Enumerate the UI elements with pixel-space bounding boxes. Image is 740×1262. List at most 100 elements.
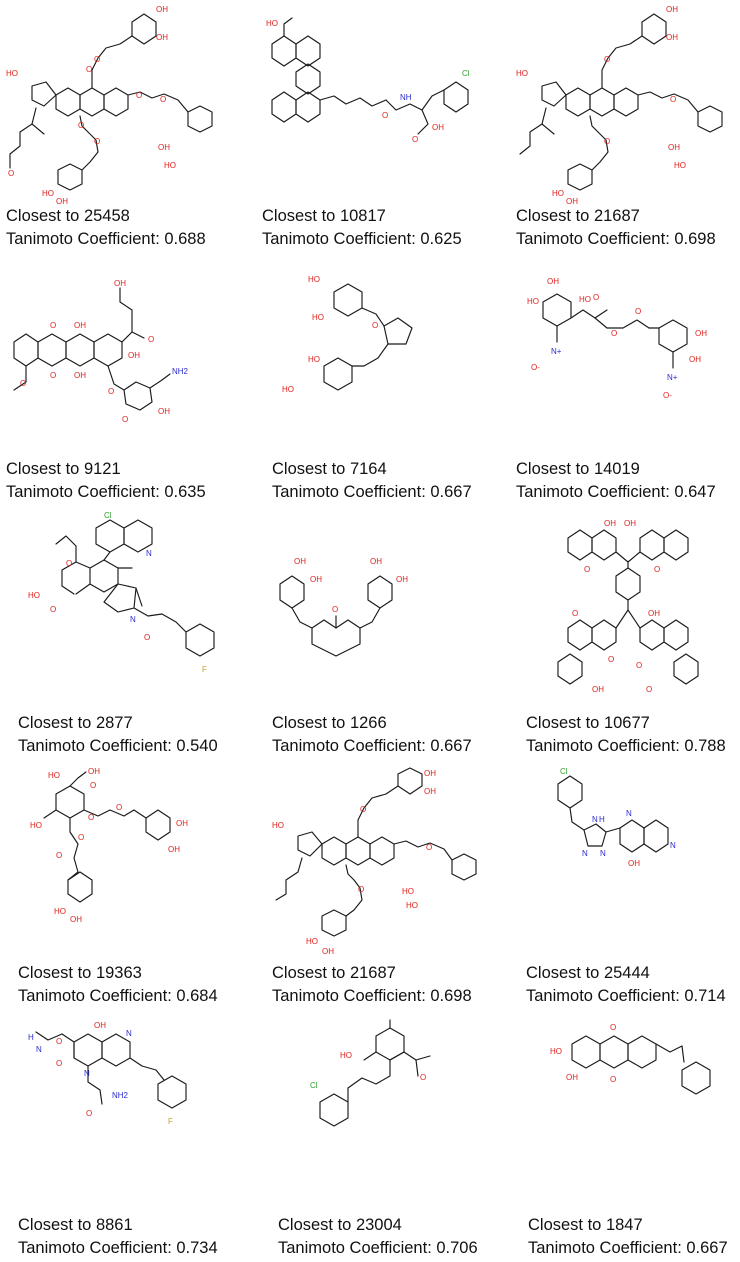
- atom-ho: HO: [674, 161, 686, 170]
- atom-o: O: [610, 1075, 616, 1084]
- atom-oh: OH: [666, 33, 678, 42]
- closest-label: Closest to 21687: [516, 207, 640, 225]
- tanimoto-label: Tanimoto Coefficient: 0.714: [526, 987, 726, 1005]
- closest-label: Closest to 25458: [6, 207, 130, 225]
- molecule-structure: O HO OH O: [550, 1023, 711, 1095]
- atom-oh: OH: [74, 371, 86, 380]
- closest-label: Closest to 25444: [526, 964, 650, 982]
- result-caption: Closest to 8861 Tanimoto Coefficient: 0.…: [18, 1214, 218, 1260]
- tanimoto-label: Tanimoto Coefficient: 0.667: [528, 1239, 728, 1257]
- atom-o: O: [108, 387, 114, 396]
- atom-ho: HO: [308, 275, 320, 284]
- closest-label: Closest to 2877: [18, 714, 133, 732]
- atom-oh: OH: [592, 685, 604, 694]
- closest-label: Closest to 1847: [528, 1216, 643, 1234]
- result-caption: Closest to 1266 Tanimoto Coefficient: 0.…: [272, 712, 472, 758]
- result-caption: Closest to 23004 Tanimoto Coefficient: 0…: [278, 1214, 478, 1260]
- atom-ho: HO: [164, 161, 176, 170]
- atom-o: O: [56, 1037, 62, 1046]
- atom-o: O: [20, 379, 26, 388]
- atom-nh: NH: [400, 93, 412, 102]
- atom-f: F: [168, 1117, 173, 1126]
- atom-oh: OH: [628, 859, 640, 868]
- atom-o: O: [94, 137, 100, 146]
- atom-oh: OH: [396, 575, 408, 584]
- atom-o: O: [122, 415, 128, 424]
- result-caption: Closest to 25444 Tanimoto Coefficient: 0…: [526, 962, 726, 1008]
- atom-o: O: [610, 1023, 616, 1032]
- closest-label: Closest to 23004: [278, 1216, 402, 1234]
- closest-label: Closest to 19363: [18, 964, 142, 982]
- tanimoto-label: Tanimoto Coefficient: 0.667: [272, 737, 472, 755]
- result-caption: Closest to 10817 Tanimoto Coefficient: 0…: [262, 205, 462, 251]
- atom-o: O: [584, 565, 590, 574]
- atom-o: O: [604, 137, 610, 146]
- atom-o: O: [420, 1073, 426, 1082]
- molecule-structure: OH OH O O OH HO O HO OH HO: [516, 5, 723, 205]
- molecule-structure: OH OH O O O OH O OH O O: [557, 519, 699, 694]
- atom-oh: OH: [156, 5, 168, 14]
- result-caption: Closest to 25458 Tanimoto Coefficient: 0…: [6, 205, 206, 251]
- atom-ho: HO: [340, 1051, 352, 1060]
- atom-oh: OH: [424, 769, 436, 778]
- atom-ho: HO: [282, 385, 294, 394]
- atom-o: O: [654, 565, 660, 574]
- result-caption: Closest to 2877 Tanimoto Coefficient: 0.…: [18, 712, 218, 758]
- atom-cl: Cl: [560, 767, 568, 776]
- atom-o: O: [358, 885, 364, 894]
- atom-o: O: [572, 609, 578, 618]
- atom-o: O: [66, 559, 72, 568]
- atom-o: O: [611, 329, 617, 338]
- atom-o: O: [670, 95, 676, 104]
- atom-o: O: [608, 655, 614, 664]
- tanimoto-label: Tanimoto Coefficient: 0.698: [516, 230, 716, 248]
- atom-oh: OH: [624, 519, 636, 528]
- molecule-structure: OH HO O Cl: [310, 1018, 431, 1127]
- atom-ho: HO: [550, 1047, 562, 1056]
- atom-o: O: [148, 335, 154, 344]
- closest-label: Closest to 1266: [272, 714, 387, 732]
- closest-label: Closest to 8861: [18, 1216, 133, 1234]
- atom-o: O: [94, 55, 100, 64]
- tanimoto-label: Tanimoto Coefficient: 0.698: [272, 987, 472, 1005]
- atom-n: N: [670, 841, 676, 850]
- atom-n: N: [130, 615, 136, 624]
- atom-nh2: NH2: [172, 367, 189, 376]
- atom-oh: OH: [695, 329, 707, 338]
- result-caption: Closest to 21687 Tanimoto Coefficient: 0…: [272, 962, 472, 1008]
- atom-o: O: [144, 633, 150, 642]
- atom-oh: OH: [114, 279, 126, 288]
- atom-oh: OH: [689, 355, 701, 364]
- atom-oh: OH: [566, 197, 578, 205]
- atom-oh: OH: [128, 351, 140, 360]
- closest-label: Closest to 14019: [516, 460, 640, 478]
- atom-ominus: O-: [663, 391, 672, 400]
- atom-ho: HO: [527, 297, 539, 306]
- atom-n: N: [146, 549, 152, 558]
- atom-ho: HO: [30, 821, 42, 830]
- atom-nh2: NH2: [112, 1091, 129, 1100]
- atom-oh: OH: [94, 1021, 106, 1030]
- tanimoto-label: Tanimoto Coefficient: 0.647: [516, 483, 716, 501]
- atom-oh: OH: [70, 915, 82, 924]
- tanimoto-label: Tanimoto Coefficient: 0.688: [6, 230, 206, 248]
- atom-oh: OH: [432, 123, 444, 132]
- atom-n: N: [36, 1045, 42, 1054]
- tanimoto-label: Tanimoto Coefficient: 0.667: [272, 483, 472, 501]
- atom-ho: HO: [308, 355, 320, 364]
- atom-oh: OH: [604, 519, 616, 528]
- atom-ho: HO: [272, 821, 284, 830]
- atom-nplus: N+: [667, 373, 678, 382]
- atom-ho: HO: [552, 189, 564, 198]
- atom-ominus: O-: [531, 363, 540, 372]
- molecule-structure: O O OH OH O O OH HO O O HO OH HO O: [6, 5, 213, 205]
- atom-oh: OH: [176, 819, 188, 828]
- atom-ho: HO: [402, 887, 414, 896]
- atom-oh: OH: [322, 947, 334, 956]
- atom-ho: HO: [48, 771, 60, 780]
- molecule-structure: O O OH OH OH O OH O O NH2 OH O: [13, 279, 189, 424]
- atom-oh: OH: [74, 321, 86, 330]
- atom-o: O: [332, 605, 338, 614]
- atom-nplus: N+: [551, 347, 562, 356]
- atom-o: O: [382, 111, 388, 120]
